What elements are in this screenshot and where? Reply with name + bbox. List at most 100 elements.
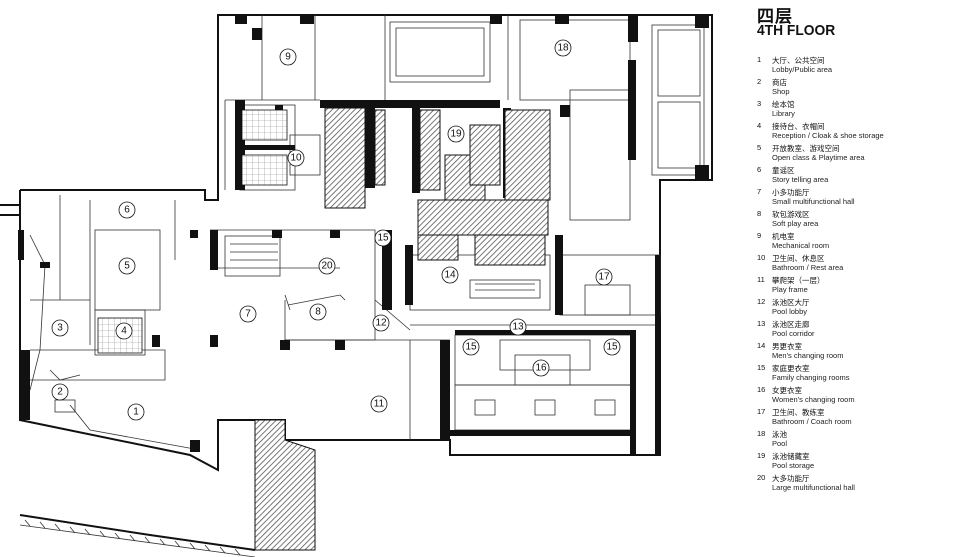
legend-item-chinese: 大厅、公共空间 bbox=[772, 56, 825, 65]
legend-item-chinese: 开放教室、游戏空间 bbox=[772, 144, 840, 153]
legend-item-english: Men's changing room bbox=[772, 351, 844, 360]
room-label-15: 15 bbox=[374, 229, 392, 247]
legend-item-chinese: 童谣区 bbox=[772, 166, 795, 175]
room-label-14: 14 bbox=[441, 266, 459, 284]
legend-item-number: 5 bbox=[757, 143, 762, 152]
room-label-text: 6 bbox=[124, 205, 130, 216]
legend-item-chinese: 泳池 bbox=[772, 430, 787, 439]
room-label-11: 11 bbox=[370, 395, 388, 413]
legend-item-chinese: 泳池区大厅 bbox=[772, 298, 810, 307]
legend-item-number: 4 bbox=[757, 121, 762, 130]
room-label-text: 13 bbox=[512, 322, 524, 333]
hatched-areas bbox=[218, 107, 551, 551]
entrance-ramp bbox=[19, 519, 256, 557]
room-label-4: 4 bbox=[115, 322, 133, 340]
legend-item-number: 8 bbox=[757, 209, 762, 218]
legend-item-number: 17 bbox=[757, 407, 766, 416]
room-label-text: 19 bbox=[450, 129, 462, 140]
legend-item-chinese: 男更衣室 bbox=[772, 342, 802, 351]
legend-item-chinese: 卫生间、休息区 bbox=[772, 254, 825, 263]
room-label-text: 4 bbox=[121, 326, 127, 337]
legend-item-chinese: 泳池区走廊 bbox=[772, 320, 810, 329]
legend-item-english: Mechanical room bbox=[772, 241, 830, 250]
legend-item-chinese: 机电室 bbox=[772, 232, 795, 241]
room-label-8: 8 bbox=[309, 303, 327, 321]
room-label-1: 1 bbox=[127, 403, 145, 421]
legend-item-chinese: 泳池储藏室 bbox=[772, 452, 810, 461]
legend-item-english: Bathroom / Coach room bbox=[772, 417, 852, 426]
legend-item-english: Library bbox=[772, 109, 795, 118]
legend-item-english: Open class & Playtime area bbox=[772, 153, 865, 162]
legend-item-number: 9 bbox=[757, 231, 762, 240]
legend-item-english: Small multifunctional hall bbox=[772, 197, 855, 206]
room-label-text: 10 bbox=[290, 153, 302, 164]
legend-item-number: 12 bbox=[757, 297, 766, 306]
room-label-15: 15 bbox=[462, 338, 480, 356]
legend-item-number: 3 bbox=[757, 99, 762, 108]
legend-item-number: 2 bbox=[757, 77, 762, 86]
room-label-3: 3 bbox=[51, 319, 69, 337]
interior-walls bbox=[29, 15, 705, 451]
legend-item-english: Pool corridor bbox=[772, 329, 815, 338]
legend-item-chinese: 小多功能厅 bbox=[772, 188, 810, 197]
legend-item-chinese: 绘本馆 bbox=[772, 100, 795, 109]
room-label-text: 16 bbox=[535, 363, 547, 374]
tiled-areas bbox=[97, 109, 288, 354]
room-label-7: 7 bbox=[239, 305, 257, 323]
room-label-text: 2 bbox=[57, 387, 63, 398]
legend-item-english: Large multifunctional hall bbox=[772, 483, 855, 492]
room-label-text: 14 bbox=[444, 270, 456, 281]
room-label-10: 10 bbox=[287, 149, 305, 167]
legend-item-chinese: 卫生间、教练室 bbox=[772, 408, 825, 417]
legend-item-english: Pool bbox=[772, 439, 788, 448]
floor-title-chinese: 四层 bbox=[757, 7, 793, 27]
room-label-text: 15 bbox=[465, 342, 477, 353]
room-label-18: 18 bbox=[554, 39, 572, 57]
room-label-15: 15 bbox=[603, 338, 621, 356]
room-label-12: 12 bbox=[372, 314, 390, 332]
outer-walls bbox=[0, 14, 713, 551]
room-label-text: 9 bbox=[285, 52, 291, 63]
legend-item-english: Play frame bbox=[772, 285, 808, 294]
room-label-text: 15 bbox=[606, 342, 618, 353]
room-label-text: 1 bbox=[133, 407, 139, 418]
room-label-text: 3 bbox=[57, 323, 63, 334]
legend-item-chinese: 商店 bbox=[772, 78, 787, 87]
room-label-text: 15 bbox=[377, 233, 389, 244]
legend-item-number: 15 bbox=[757, 363, 766, 372]
room-label-text: 11 bbox=[374, 399, 385, 410]
room-label-2: 2 bbox=[51, 383, 69, 401]
legend-item-english: Soft play area bbox=[772, 219, 819, 228]
room-label-6: 6 bbox=[118, 201, 136, 219]
legend-item-number: 10 bbox=[757, 253, 766, 262]
legend-item-english: Bathroom / Rest area bbox=[772, 263, 844, 272]
room-label-13: 13 bbox=[509, 318, 527, 336]
legend-item-chinese: 大多功能厅 bbox=[772, 474, 810, 483]
room-label-9: 9 bbox=[279, 48, 297, 66]
room-label-20: 20 bbox=[318, 257, 336, 275]
legend-item-english: Reception / Cloak & shoe storage bbox=[772, 131, 884, 140]
legend-item-english: Family changing rooms bbox=[772, 373, 850, 382]
room-label-text: 17 bbox=[598, 272, 610, 283]
legend-item-english: Pool storage bbox=[772, 461, 815, 470]
room-label-5: 5 bbox=[118, 257, 136, 275]
room-label-text: 7 bbox=[245, 309, 251, 320]
legend-item-number: 20 bbox=[757, 473, 766, 482]
legend-item-english: Women's changing room bbox=[772, 395, 855, 404]
